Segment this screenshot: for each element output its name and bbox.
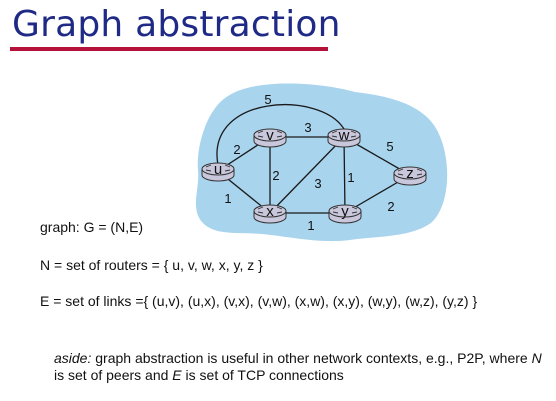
edge-cost-x-w: 3 xyxy=(314,176,321,191)
edge-cost-w-y: 1 xyxy=(347,170,354,185)
nodes-layer: u v w x y z xyxy=(201,127,427,224)
edge-cost-u-w: 5 xyxy=(264,92,271,107)
router-y: y xyxy=(328,203,362,224)
network-cloud xyxy=(195,83,448,242)
edge-cost-x-y: 1 xyxy=(307,218,314,233)
aside-prefix: aside: xyxy=(54,350,92,366)
aside-body-3: is set of TCP connections xyxy=(181,367,344,383)
edge-x-w xyxy=(269,136,345,214)
edge-cost-w-z: 5 xyxy=(386,139,393,154)
graph-definition: graph: G = (N,E) xyxy=(40,219,144,235)
edge-cost-v-w: 3 xyxy=(304,120,311,135)
router-label-w: w xyxy=(338,127,350,144)
edge-w-y xyxy=(343,136,346,214)
router-x: x xyxy=(253,203,287,224)
links-definition: E = set of links ={ (u,v), (u,x), (v,x),… xyxy=(40,293,478,309)
aside-body-1: graph abstraction is useful in other net… xyxy=(91,350,532,366)
edge-cost-u-v: 2 xyxy=(233,142,240,157)
aside-note: aside: graph abstraction is useful in ot… xyxy=(54,350,554,384)
router-u: u xyxy=(201,161,235,182)
router-v: v xyxy=(253,127,287,148)
router-label-x: x xyxy=(266,203,274,220)
router-z: z xyxy=(393,165,427,186)
edge-labels-layer: 2 1 5 3 2 3 1 1 5 2 xyxy=(224,92,394,233)
aside-e: E xyxy=(172,367,182,383)
title-underline xyxy=(10,47,328,51)
router-label-v: v xyxy=(266,127,274,144)
aside-n: N xyxy=(531,350,542,366)
router-label-z: z xyxy=(406,165,414,182)
router-label-u: u xyxy=(214,161,222,178)
routers-definition: N = set of routers = { u, v, w, x, y, z … xyxy=(40,257,263,273)
edge-cost-u-x: 1 xyxy=(224,191,231,206)
aside-body-2: is set of peers and xyxy=(54,367,173,383)
edge-cost-y-z: 2 xyxy=(387,199,394,214)
router-w: w xyxy=(327,127,361,148)
edge-cost-v-x: 2 xyxy=(272,168,279,183)
edge-u-w xyxy=(216,104,345,166)
page-title: Graph abstraction xyxy=(12,4,341,45)
router-label-y: y xyxy=(341,203,349,220)
